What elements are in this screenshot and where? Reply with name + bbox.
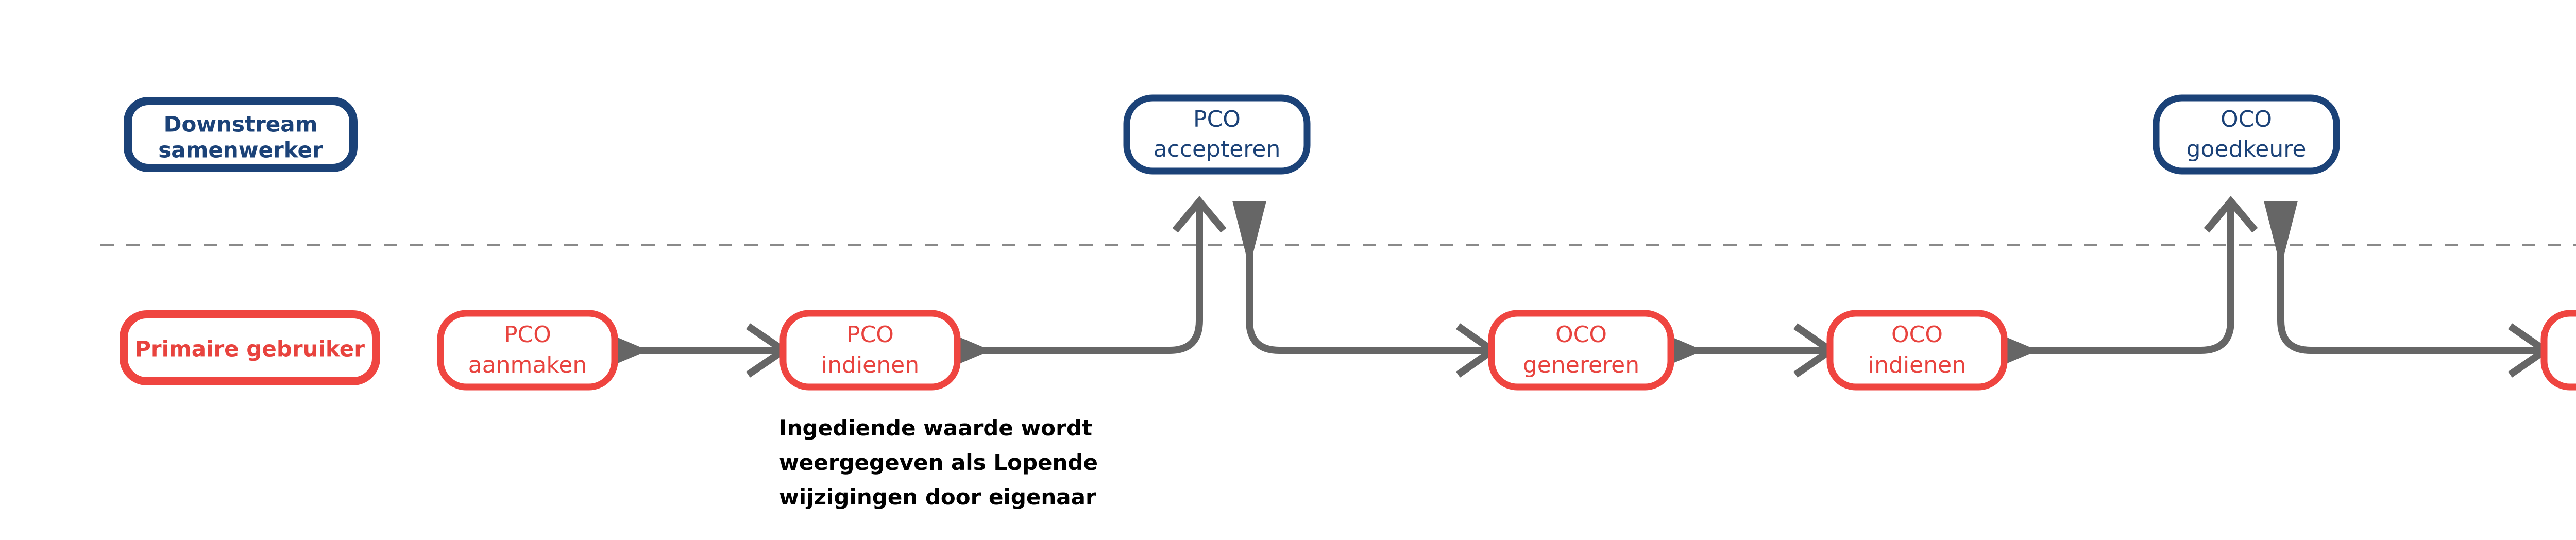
lane-label-top-line2: samenwerker xyxy=(158,138,323,163)
edge-pco-aanmaken-to-pco-indienen xyxy=(608,323,790,378)
node-oco-indienen-line2: indienen xyxy=(1868,352,1966,378)
annotation-line-2: weergegeven als Lopende xyxy=(779,450,1098,475)
lane-label-downstream-samenwerker[interactable]: Downstream samenwerker xyxy=(124,97,358,172)
node-oco-uitvoeren[interactable]: OCO uitvoeren xyxy=(2540,310,2576,391)
node-oco-genereren-shape xyxy=(1488,310,1674,391)
node-pco-accepteren[interactable]: PCO accepteren xyxy=(1123,94,1311,175)
annotation-line-1: Ingediende waarde wordt xyxy=(779,415,1092,441)
node-pco-indienen[interactable]: PCO indienen xyxy=(779,310,961,391)
node-oco-goedkeure-line1: OCO xyxy=(2221,106,2272,132)
node-pco-indienen-line2: indienen xyxy=(821,352,919,378)
node-oco-indienen-line1: OCO xyxy=(1891,322,1943,348)
edge-oco-goedkeure-to-oco-uitvoeren xyxy=(2264,201,2552,378)
edge-oco-genereren-to-oco-indienen xyxy=(1663,323,1837,378)
lane-label-bottom-shape xyxy=(120,310,380,385)
node-pco-accepteren-line2: accepteren xyxy=(1154,136,1281,162)
edge-oco-indienen-to-oco-goedkeure xyxy=(1997,196,2258,367)
lane-label-top-line1: Downstream xyxy=(164,112,318,137)
node-oco-genereren[interactable]: OCO genereren xyxy=(1488,310,1674,391)
node-pco-accepteren-shape xyxy=(1123,94,1311,175)
lane-label-bottom-line1: Primaire gebruiker xyxy=(135,336,365,362)
node-oco-goedkeure-shape xyxy=(2153,94,2340,175)
node-oco-indienen-shape xyxy=(1826,310,2008,391)
node-oco-indienen[interactable]: OCO indienen xyxy=(1826,310,2008,391)
node-pco-aanmaken[interactable]: PCO aanmaken xyxy=(437,310,618,391)
node-pco-indienen-shape xyxy=(779,310,961,391)
node-oco-genereren-line1: OCO xyxy=(1555,322,1607,348)
annotation-note-pco-indienen: Ingediende waarde wordt weergegeven als … xyxy=(779,415,1098,510)
node-pco-aanmaken-shape xyxy=(437,310,618,391)
lane-label-primaire-gebruiker[interactable]: Primaire gebruiker xyxy=(120,310,380,385)
node-pco-accepteren-line1: PCO xyxy=(1193,106,1241,132)
node-oco-goedkeure[interactable]: OCO goedkeure xyxy=(2153,94,2340,175)
node-oco-genereren-line2: genereren xyxy=(1523,352,1639,378)
lane-label-top-shape xyxy=(124,97,358,172)
edge-pco-indienen-to-pco-accepteren xyxy=(951,196,1227,367)
edge-pco-accepteren-to-oco-genereren xyxy=(1232,201,1499,378)
node-pco-aanmaken-line1: PCO xyxy=(504,322,551,348)
node-pco-indienen-line1: PCO xyxy=(846,322,894,348)
node-oco-goedkeure-line2: goedkeure xyxy=(2187,136,2307,162)
node-pco-aanmaken-line2: aanmaken xyxy=(468,352,587,378)
annotation-line-3: wijzigingen door eigenaar xyxy=(779,484,1096,510)
node-oco-uitvoeren-shape xyxy=(2540,310,2576,391)
